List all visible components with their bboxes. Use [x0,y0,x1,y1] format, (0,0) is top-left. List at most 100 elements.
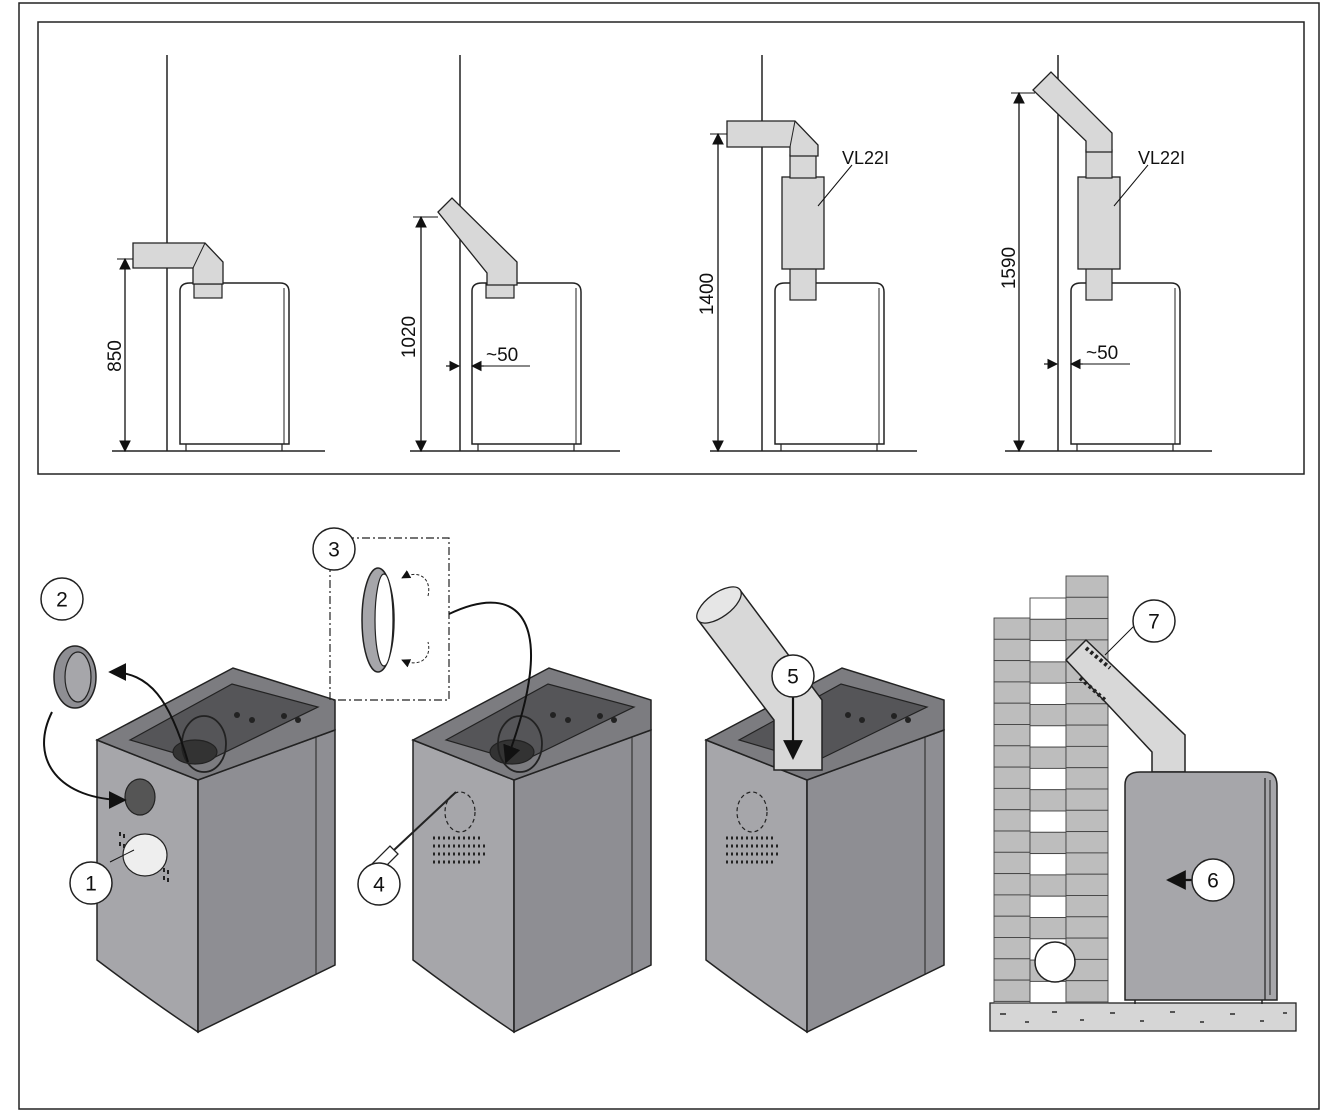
brick [1065,895,1109,918]
stove-left-face [705,738,808,1034]
brick [993,873,1031,896]
stove-step-5 [696,586,945,1034]
brick [993,1000,1031,1004]
brick [1029,895,1067,918]
outer-frame [18,2,1320,1110]
brick [993,724,1031,747]
height-label-3: 1400 [697,273,718,315]
flue-collar-detail [361,567,395,673]
brick [993,702,1031,725]
floor-slab [989,1002,1297,1032]
model-leader [1113,164,1149,207]
stove-outline [774,282,885,445]
brick [1065,575,1109,598]
svg-text:3: 3 [328,539,340,562]
brick [993,660,1031,683]
brick [993,915,1031,938]
height-label-2: 1020 [399,316,420,358]
wall-gap-label-1: ~50 [486,345,518,366]
svg-text:2: 2 [56,589,68,612]
brick [1029,767,1067,791]
dimension-drawing-3: 1400 VL22I [697,55,917,453]
brick [993,638,1031,662]
brick [1029,853,1067,876]
stove-outline [179,282,290,445]
stove-step-3-4 [329,537,652,1034]
brick [1029,917,1067,940]
brick [1065,980,1109,1003]
callout-5: 5 [771,654,815,698]
model-label-1: VL22I [842,148,889,168]
model-label-2: VL22I [1138,148,1185,168]
brick [1065,703,1109,726]
brick [993,979,1031,1002]
brick [1029,682,1067,705]
brick [1065,916,1109,939]
brick-wall [993,575,1109,1004]
brick [993,937,1031,960]
brick [993,787,1031,811]
brick [1029,704,1067,727]
svg-text:4: 4 [373,874,385,897]
brick [1065,1001,1109,1004]
brick [993,851,1031,875]
svg-text:7: 7 [1148,611,1160,634]
detail-box [329,537,450,701]
brick [1029,746,1067,769]
brick [1029,640,1067,663]
wall-installation [989,575,1297,1032]
height-label-1: 850 [105,340,126,372]
brick [1029,618,1067,642]
brick [993,766,1031,789]
brick [993,958,1031,981]
height-label-4: 1590 [999,247,1020,289]
vl22i-pipe-section [781,176,825,270]
brick [993,617,1031,640]
install-arrow [448,601,532,764]
brick [1065,788,1109,811]
brick [1029,661,1067,684]
brick [1029,874,1067,897]
stove-outline [471,282,582,445]
cleanout-opening [1034,941,1076,983]
flip-arrow [43,711,127,809]
dimension-drawing-1: 850 [105,55,325,453]
knockout-plate [122,833,168,877]
brick [993,830,1031,853]
stove-left-face [412,738,515,1034]
brick [1065,745,1109,769]
brick [1065,767,1109,790]
flue-pipe [1032,71,1113,153]
callout-7: 7 [1104,599,1176,656]
brick [1065,852,1109,875]
brick [993,681,1031,704]
dimension-drawing-2: 1020 ~50 [399,55,620,453]
svg-text:1: 1 [85,873,97,896]
stove-right-face [806,728,945,1034]
brick [1065,618,1109,641]
brick [1065,831,1109,854]
flue-pipe [132,242,224,285]
callout-3: 3 [312,527,356,571]
brick [1029,597,1067,620]
svg-text:5: 5 [787,666,799,689]
svg-text:6: 6 [1207,870,1219,893]
stove-right-face [197,728,336,1034]
wall-gap-label-2: ~50 [1086,343,1118,364]
callout-4: 4 [357,862,401,906]
flue-pipe [726,120,819,157]
flue-pipe [437,197,518,286]
brick [1065,724,1109,747]
callout-2: 2 [40,577,84,621]
brick [993,809,1031,832]
model-leader [817,164,853,207]
brick [1029,980,1067,1004]
brick [993,745,1031,768]
brick [1029,789,1067,812]
callout-6: 6 [1191,858,1235,902]
brick [1065,596,1109,620]
stove-step-1-2 [43,645,336,1034]
brick [993,894,1031,917]
vl22i-pipe-section [1077,176,1121,270]
